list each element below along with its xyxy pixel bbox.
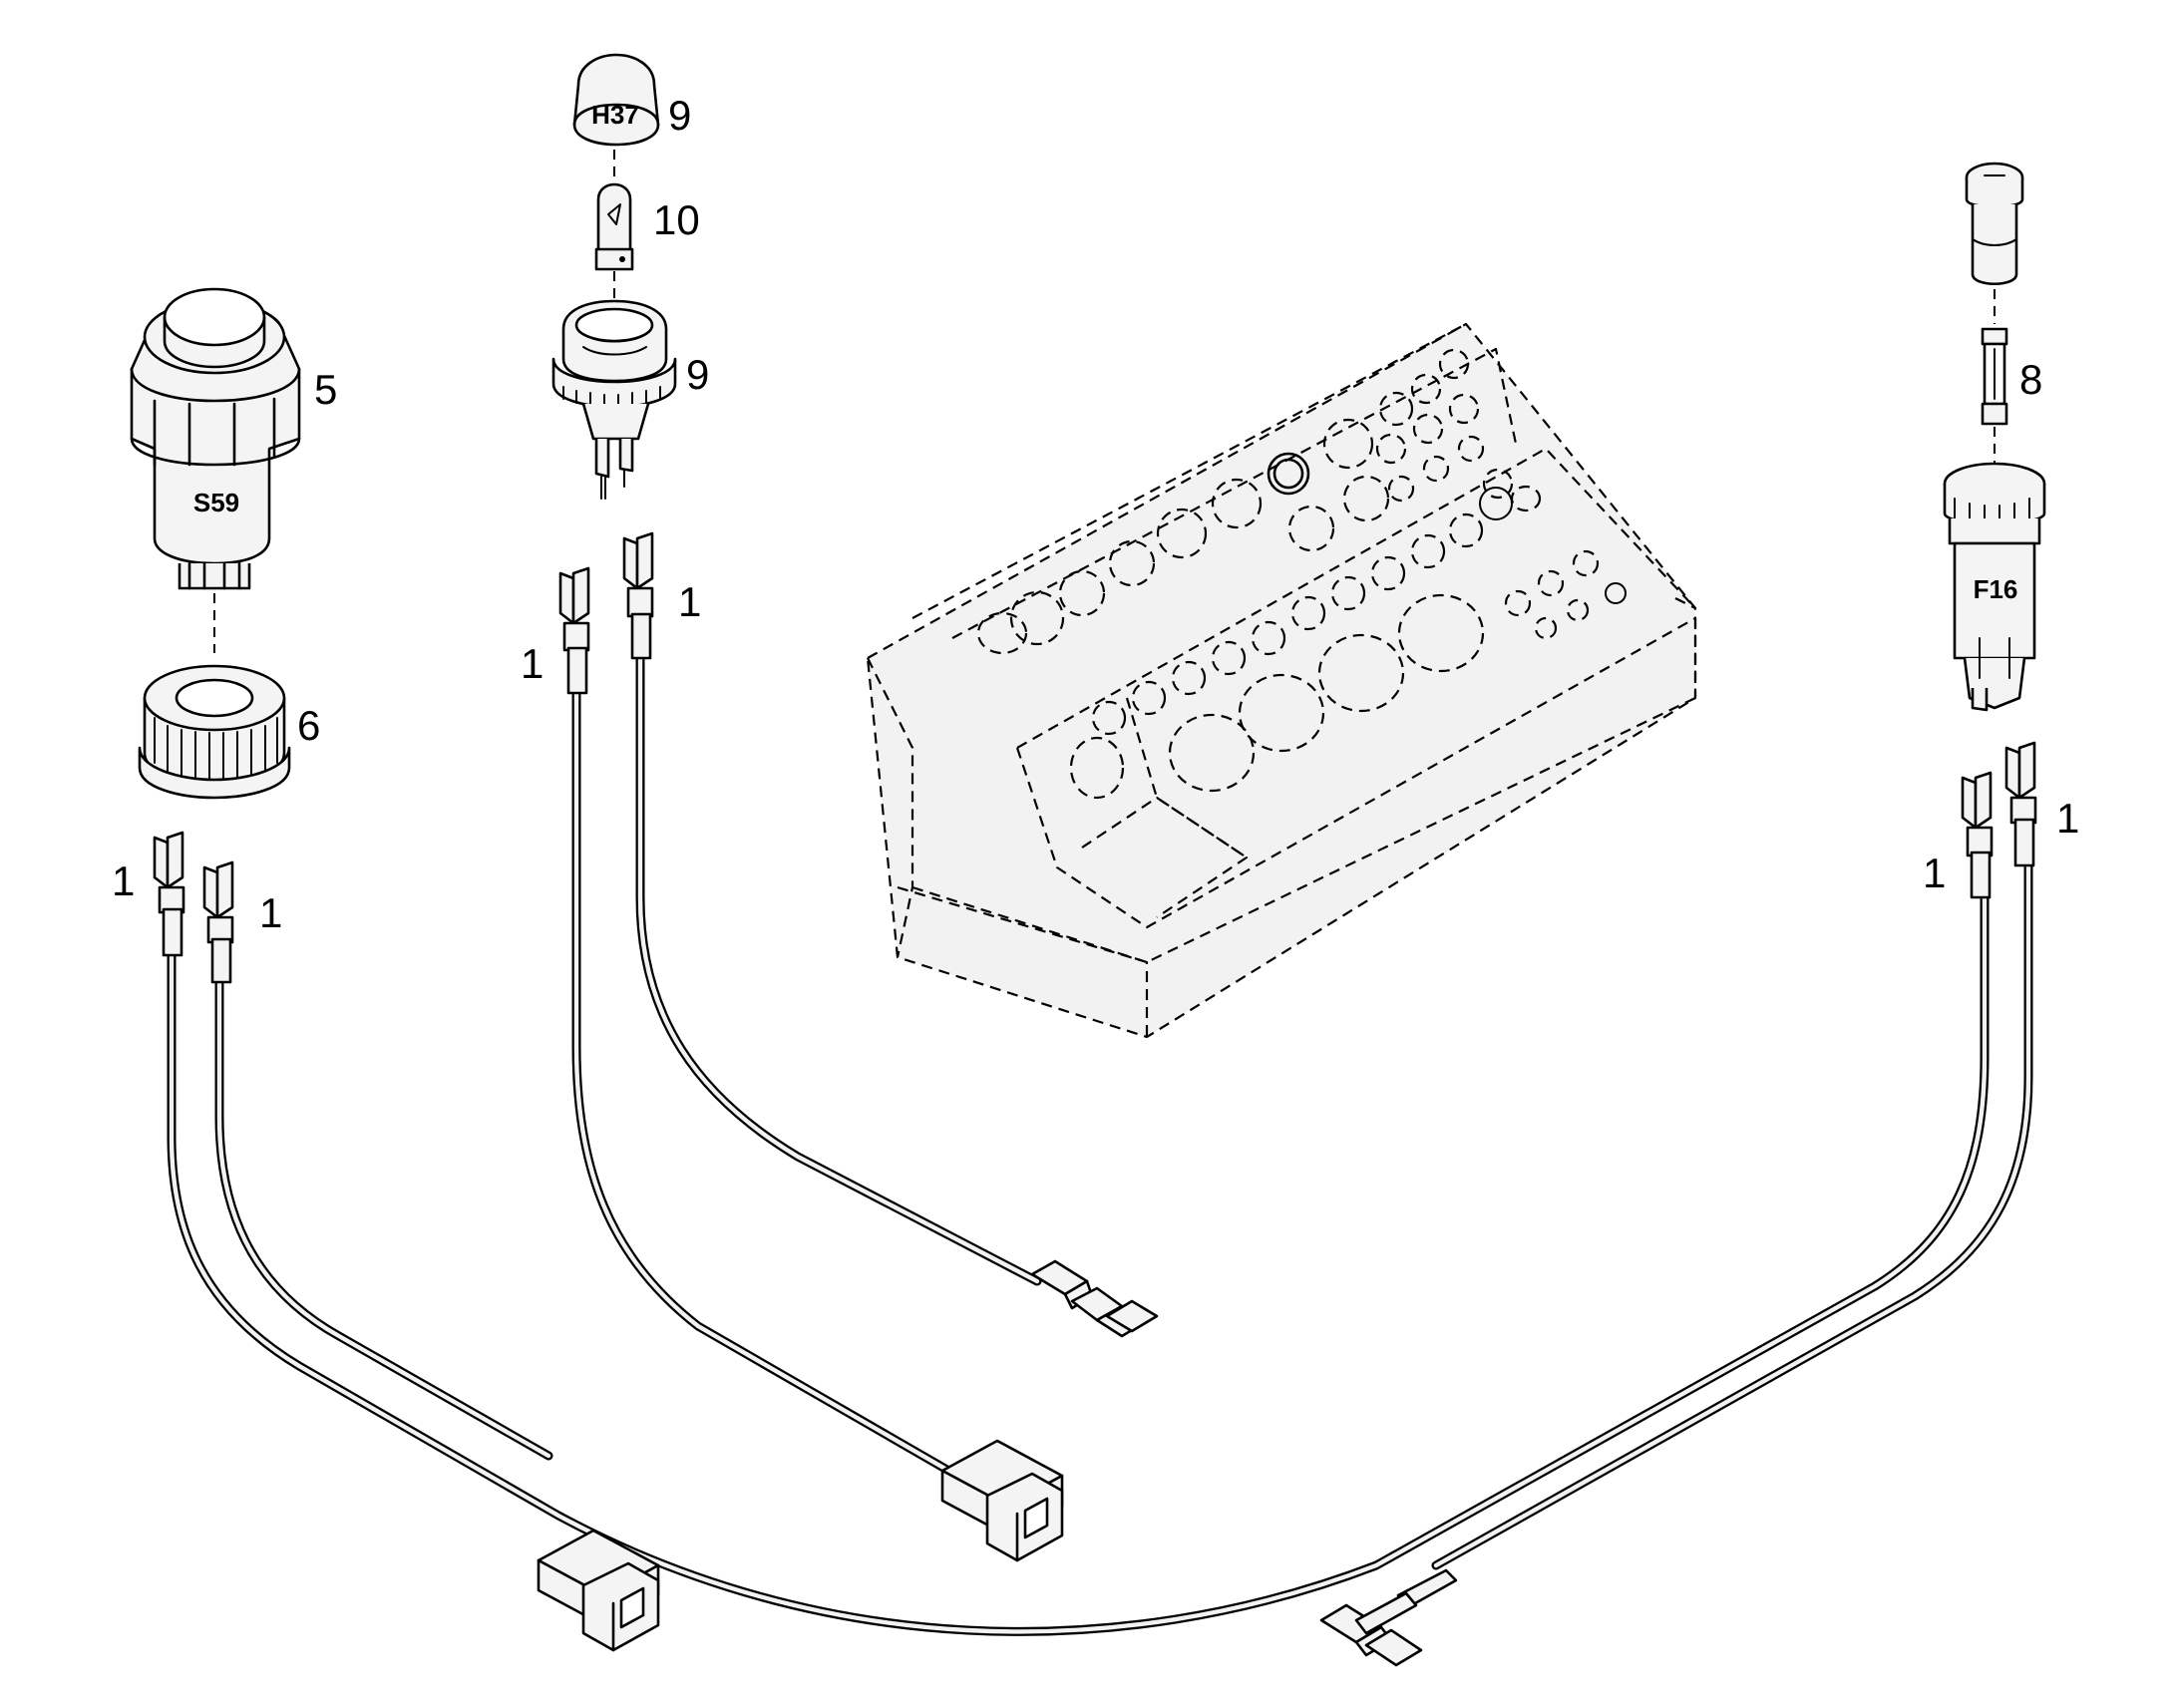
blade-terminal-bottom bbox=[1319, 1568, 1458, 1667]
lamp-socket bbox=[551, 299, 677, 500]
callout-1-switch-right: 1 bbox=[259, 889, 282, 936]
fuse-cap bbox=[1965, 162, 2024, 285]
callout-9-lens: 9 bbox=[668, 92, 691, 139]
callout-1-lamp-left: 1 bbox=[521, 640, 544, 687]
switch-lead-terminal-right bbox=[202, 860, 234, 984]
square-connector-middle bbox=[940, 1439, 1064, 1562]
lamp-bulb bbox=[594, 182, 634, 271]
switch-lead-terminal-left bbox=[153, 831, 185, 957]
wire bbox=[214, 942, 553, 1461]
square-connector-left bbox=[537, 1529, 660, 1652]
callout-1-fuse-right: 1 bbox=[2056, 795, 2079, 842]
fuse-lead-terminal-right bbox=[2004, 741, 2037, 867]
callout-1-lamp-right: 1 bbox=[678, 578, 701, 625]
dashboard-panel bbox=[866, 322, 1697, 1039]
wire-group-left bbox=[167, 857, 2033, 1636]
switch-s59: S59 bbox=[130, 287, 301, 590]
callout-6: 6 bbox=[297, 702, 320, 749]
gauge-holes-upper bbox=[976, 348, 1542, 655]
callout-10: 10 bbox=[653, 196, 700, 243]
fuse-lead-terminal-left bbox=[1961, 771, 1994, 899]
callout-1-switch-left: 1 bbox=[112, 857, 135, 904]
fuse-holder-f16: F16 bbox=[1943, 462, 2046, 712]
switch-code-label: S59 bbox=[193, 488, 239, 517]
lamp-lens-h37: H37 bbox=[572, 53, 660, 147]
fuse-holder-code-label: F16 bbox=[1974, 574, 2018, 604]
gauge-holes-lower bbox=[1069, 512, 1627, 800]
wire bbox=[1431, 857, 2033, 1570]
lamp-code-label: H37 bbox=[591, 100, 639, 130]
fuse-cartridge bbox=[1981, 327, 2008, 426]
callout-5: 5 bbox=[314, 366, 337, 413]
blade-terminal-middle bbox=[1030, 1259, 1159, 1338]
ring-nut bbox=[138, 664, 291, 800]
callout-1-fuse-left: 1 bbox=[1923, 850, 1946, 896]
callout-labels: 5 6 9 10 9 8 1 1 1 1 1 1 bbox=[112, 92, 2079, 936]
callout-9-socket: 9 bbox=[686, 351, 709, 398]
callout-8: 8 bbox=[2019, 356, 2042, 403]
wire-group-middle bbox=[571, 648, 1042, 1481]
lamp-lead-terminal-right bbox=[622, 531, 654, 660]
lamp-lead-terminal-left bbox=[558, 566, 590, 695]
